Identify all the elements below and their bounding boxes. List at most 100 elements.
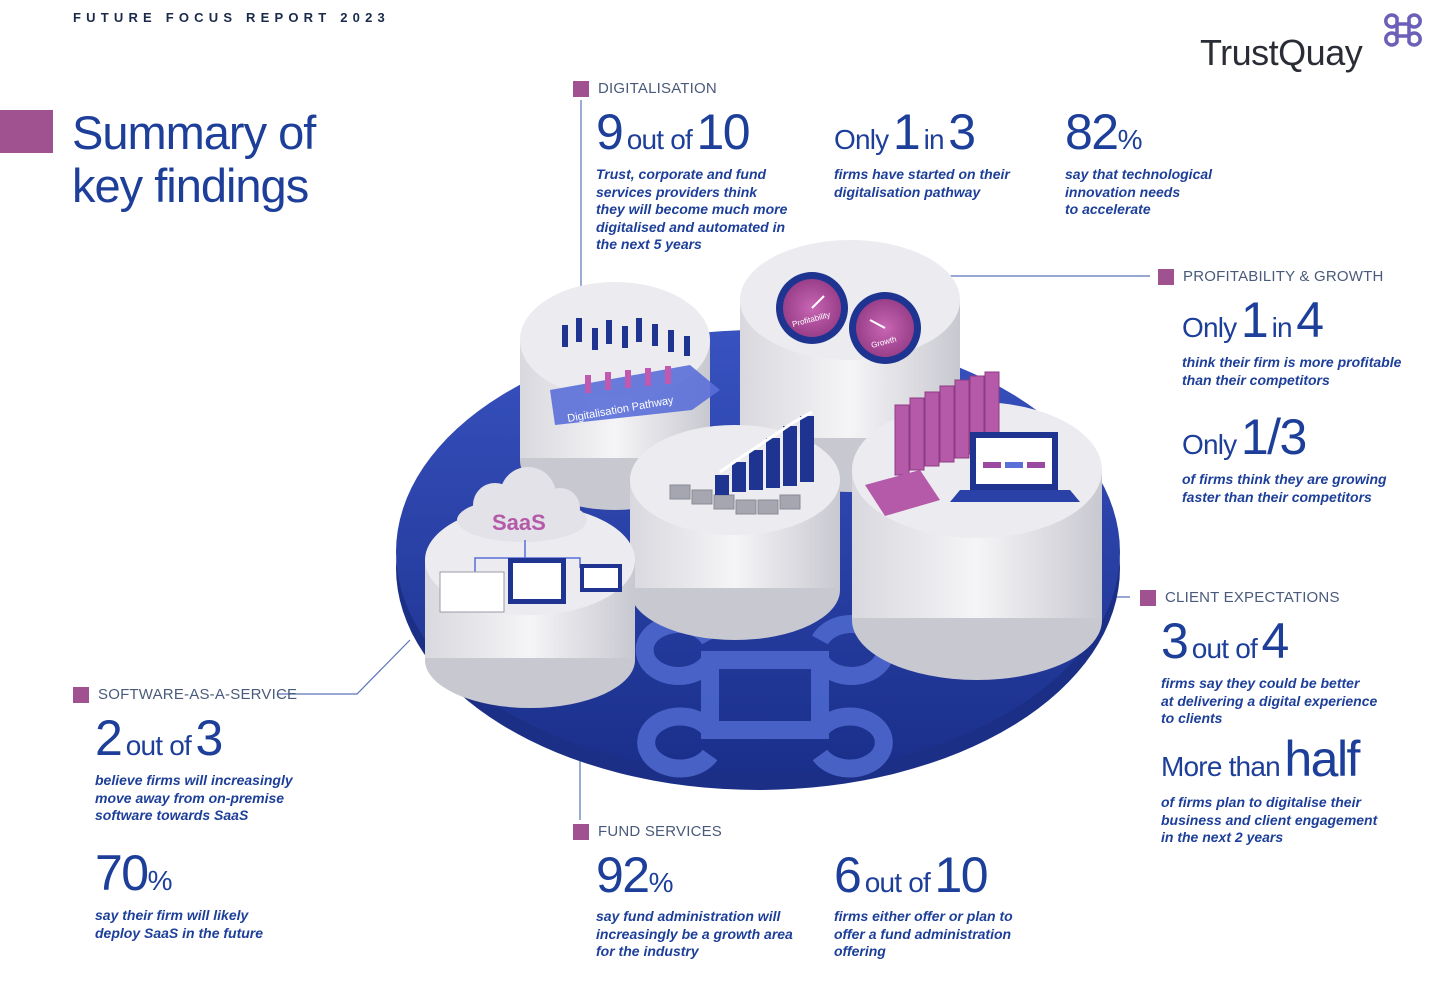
- client-stat-1: 3 out of 4: [1161, 613, 1289, 669]
- stat-connector: in: [923, 124, 945, 155]
- digitalisation-stat-2: Only 1 in 3: [834, 104, 976, 160]
- saas-stat-2-desc: say their firm will likely deploy SaaS i…: [95, 907, 263, 942]
- stat-unit: %: [1117, 124, 1143, 155]
- description-line: digitalised and automated in: [596, 218, 786, 235]
- section-label: CLIENT EXPECTATIONS: [1165, 589, 1340, 606]
- stat-number: 70: [95, 845, 149, 901]
- report-label: FUTURE FOCUS REPORT 2023: [73, 10, 390, 25]
- saas-stat-1: 2 out of 3: [95, 710, 223, 766]
- stat-number: 4: [1296, 292, 1324, 348]
- description-line: firms either offer or plan to: [834, 908, 1013, 924]
- description-line: firms have started on their: [834, 166, 1010, 182]
- profitability-stat-2: Only 1/3: [1182, 409, 1308, 465]
- description-line: move away from on-premise: [95, 789, 285, 806]
- fund-stat-1: 92%: [596, 847, 674, 903]
- section-marker: [573, 823, 589, 840]
- profitability-stat-1-desc: think their firm is more profitable than…: [1182, 354, 1401, 389]
- description-line: faster than their competitors: [1182, 488, 1372, 505]
- stat-number: 92: [596, 847, 650, 903]
- title-line-2: key findings: [72, 159, 309, 212]
- description-line: say fund administration will: [596, 908, 781, 924]
- description-line: firms say they could be better: [1161, 675, 1360, 691]
- client-stat-1-desc: firms say they could be better at delive…: [1161, 675, 1377, 728]
- description-line: offering: [834, 943, 886, 959]
- profitability-heading: PROFITABILITY & GROWTH: [1158, 268, 1384, 285]
- client-stat-2: More than half: [1161, 731, 1360, 787]
- stat-number: 10: [934, 847, 988, 903]
- profitability-stat-2-desc: of firms think they are growing faster t…: [1182, 471, 1387, 506]
- digitalisation-stat-2-desc: firms have started on their digitalisati…: [834, 166, 1010, 201]
- saas-stat-2: 70%: [95, 845, 173, 901]
- stat-number: 1: [1240, 292, 1269, 348]
- section-label: FUND SERVICES: [598, 823, 723, 840]
- stat-number: 82: [1065, 104, 1119, 160]
- description-line: say that technological: [1065, 166, 1213, 182]
- saas-platform: SaaS: [425, 467, 635, 708]
- title-accent-bar: [0, 110, 53, 153]
- stat-number: half: [1284, 731, 1360, 787]
- description-line: at delivering a digital experience: [1161, 692, 1378, 709]
- stat-number: 1: [892, 104, 921, 160]
- digitalisation-stat-1: 9 out of 10: [596, 104, 751, 160]
- fund-stat-2-desc: firms either offer or plan to offer a fu…: [834, 908, 1013, 961]
- description-line: of firms plan to digitalise their: [1161, 794, 1361, 810]
- trustquay-logo: TrustQuay: [1200, 10, 1425, 80]
- saas-stat-1-desc: believe firms will increasingly move awa…: [95, 772, 293, 825]
- gauges-platform: Profitability Growth: [740, 240, 960, 492]
- description-line: think their firm is more profitable: [1182, 354, 1402, 370]
- stat-unit: %: [648, 867, 674, 898]
- logo-text: TrustQuay: [1200, 32, 1363, 73]
- digitalisation-stat-3-desc: say that technological innovation needs …: [1065, 166, 1212, 219]
- description-line: to clients: [1161, 710, 1223, 726]
- description-line: increasingly be a growth area: [596, 925, 793, 942]
- section-label: DIGITALISATION: [598, 80, 717, 97]
- description-line: Trust, corporate and fund: [596, 166, 767, 182]
- fund-stat-2: 6 out of 10: [834, 847, 989, 903]
- fund-stat-1-desc: say fund administration will increasingl…: [596, 908, 793, 961]
- documents-platform: [852, 371, 1102, 680]
- saas-heading: SOFTWARE-AS-A-SERVICE: [73, 686, 297, 703]
- digitalisation-heading: DIGITALISATION: [573, 80, 717, 97]
- description-line: in the next 2 years: [1161, 829, 1284, 845]
- stat-connector: Only: [1182, 312, 1237, 343]
- stat-unit: %: [147, 865, 173, 896]
- stat-number: 3: [1161, 613, 1189, 669]
- stat-connector: Only: [1182, 429, 1237, 460]
- description-line: than their competitors: [1182, 371, 1330, 388]
- chart-platform: [630, 410, 840, 640]
- stat-number: 2: [95, 710, 123, 766]
- page-title: Summary of key findings: [72, 106, 392, 212]
- section-label: SOFTWARE-AS-A-SERVICE: [98, 686, 298, 703]
- stat-connector: out of: [626, 124, 693, 155]
- saas-cloud-label: SaaS: [492, 510, 546, 535]
- command-knot-icon: [1384, 13, 1422, 47]
- description-line: say their firm will likely: [95, 907, 249, 923]
- stat-number: 3: [948, 104, 976, 160]
- profitability-stat-1: Only 1 in 4: [1182, 292, 1324, 348]
- stat-number: 10: [696, 104, 750, 160]
- description-line: software towards SaaS: [95, 807, 249, 823]
- stat-number: 9: [596, 104, 624, 160]
- section-marker: [73, 686, 89, 703]
- section-marker: [1158, 268, 1174, 285]
- description-line: innovation needs: [1065, 183, 1181, 200]
- stat-connector: More than: [1161, 751, 1281, 782]
- description-line: digitalisation pathway: [834, 183, 981, 200]
- section-marker: [1140, 589, 1156, 606]
- description-line: services providers think: [596, 183, 758, 200]
- title-line-1: Summary of: [72, 106, 316, 159]
- stat-connector: out of: [125, 730, 192, 761]
- client-stat-2-desc: of firms plan to digitalise their busine…: [1161, 794, 1377, 847]
- stat-connector: Only: [834, 124, 889, 155]
- description-line: to accelerate: [1065, 201, 1151, 217]
- stat-connector: out of: [1191, 633, 1258, 664]
- description-line: believe firms will increasingly: [95, 772, 293, 788]
- saas-cloud-icon: SaaS: [457, 467, 587, 542]
- description-line: the next 5 years: [596, 236, 702, 252]
- stat-number: 1/3: [1240, 409, 1308, 465]
- stat-number: 3: [195, 710, 223, 766]
- stat-connector: in: [1271, 312, 1293, 343]
- description-line: for the industry: [596, 943, 699, 959]
- stat-connector: out of: [864, 867, 931, 898]
- section-marker: [573, 80, 589, 97]
